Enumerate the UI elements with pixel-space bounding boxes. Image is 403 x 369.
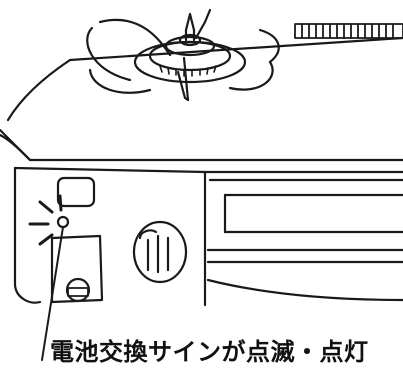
caption-text: 電池交換サインが点滅・点灯 — [50, 338, 369, 366]
battery-cover-icon — [50, 234, 104, 304]
control-knob-icon — [132, 220, 188, 284]
blink-rays-icon — [28, 194, 63, 246]
vent-grille — [294, 23, 403, 39]
gas-burner-icon — [133, 12, 247, 84]
stovetop-surface — [0, 36, 403, 162]
indicator-lamp-icon — [56, 176, 96, 229]
front-panel — [13, 166, 403, 307]
leader-line — [41, 226, 64, 361]
pot-support-icon — [86, 8, 280, 102]
